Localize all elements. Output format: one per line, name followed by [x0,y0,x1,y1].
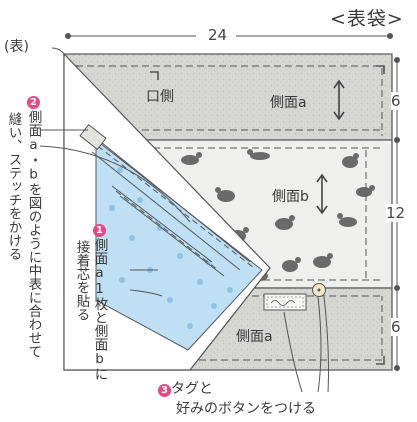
label-side-b: 側面b [270,186,311,206]
step-1-line-1: 1側面a1枚と側面bに [91,224,108,381]
step-2-line-1: 2側面a・bを図のように中表に合わせて [25,96,42,358]
diagram-title: <表袋> [330,8,404,30]
step-3-marker: 3 [158,384,171,397]
label-opening-side: 口側 [146,89,174,105]
label-side-a-bottom: 側面a [236,329,273,345]
step-1-line-2: 接着芯を貼る [73,240,90,321]
step-2-marker: 2 [27,96,40,109]
double-arrows [316,79,345,215]
step-1-marker: 1 [93,224,106,237]
step-2-line-2: 縫い、ステッチをかける [5,112,22,261]
dimension-width-value: 24 [204,26,232,44]
step-3-line-2: 好みのボタンをつける [176,401,316,417]
dimension-height-top: 6 [391,92,401,110]
dimension-width [65,33,393,39]
dimension-height-middle: 12 [386,204,406,222]
outer-face-label: (表) [4,39,29,55]
leader-lines [39,47,329,393]
tag-and-button [263,283,326,311]
folded-flap [63,52,271,371]
dimension-height-bottom: 6 [391,318,401,336]
label-side-a-top: 側面a [270,95,307,111]
